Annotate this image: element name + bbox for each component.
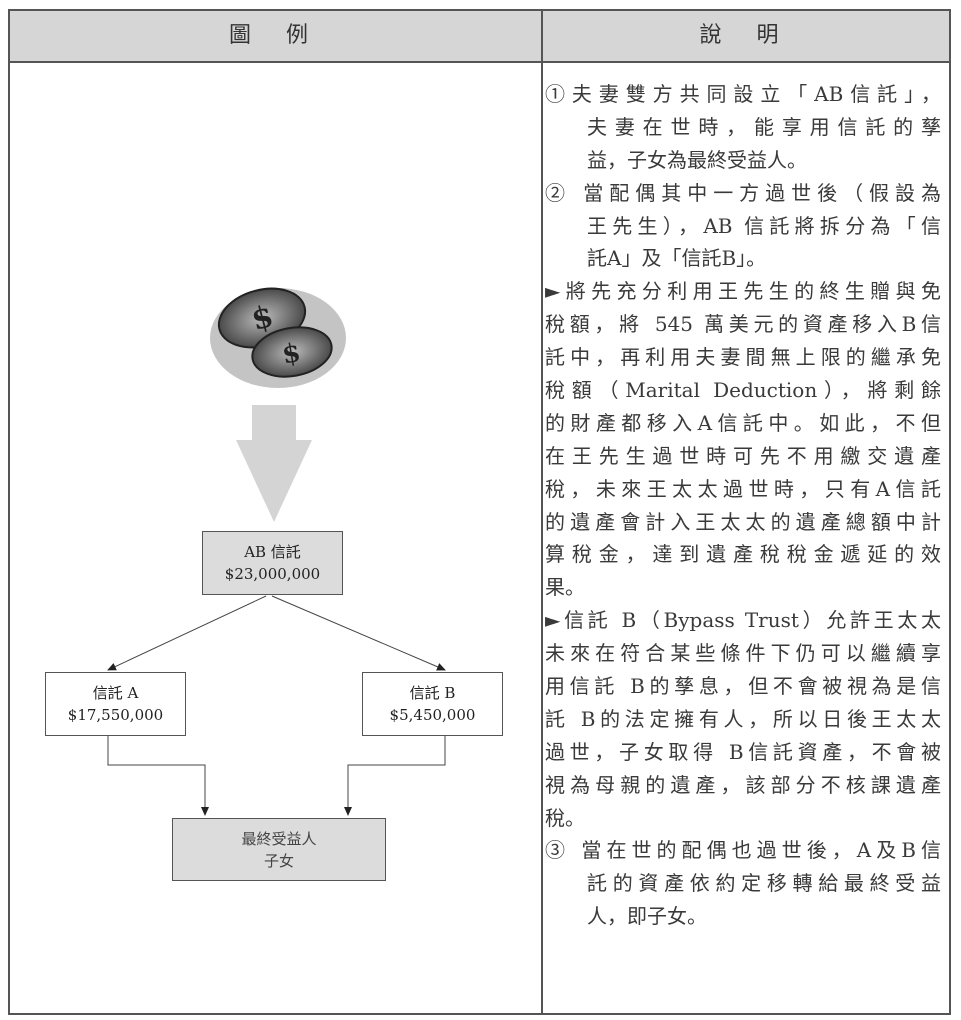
text-line: 託A」及「信託B」。 [587,246,767,271]
text-line: ►將先充分利用王先生的終生贈與免 [545,279,941,304]
text-line: 稅，未來王太太過世時，只有A信託 [545,476,941,501]
text-line: ② 當配偶其中一方過世後（假設為 [545,180,941,205]
coins-icon: $ $ [210,287,346,388]
legend-table: 圖 例 說 明 [8,9,951,1015]
trust-a-box: 信託 A $17,550,000 [45,672,186,736]
beneficiary-box: 最終受益人 子女 [172,818,386,881]
trust-a-name: 信託 A [92,684,139,702]
header-explanation: 說 明 [699,23,793,48]
text-line: 果。 [545,575,585,600]
big-down-arrow [236,405,312,522]
connector-b-to-beneficiary [344,736,446,816]
text-line: 稅額，將 545 萬美元的資產移入B信 [545,312,941,337]
text-line: 王先生），AB 信託將拆分為「信 [587,213,941,238]
ab-trust-name: AB 信託 [244,543,301,561]
text-line: ③ 當在世的配偶也過世後，A及B信 [545,838,941,863]
text-line: 用信託 B的孳息，但不會被視為是信 [545,674,941,699]
text-line: 稅額（Marital Deduction），將剩餘 [545,378,941,403]
text-line: 託中，再利用夫妻間無上限的繼承免 [545,345,941,370]
text-line: 過世，子女取得 B信託資產，不會被 [545,739,941,764]
trust-b-name: 信託 B [409,684,456,702]
explanation-text: ①夫妻雙方共同設立「AB信託」， 夫妻在世時，能享用信託的孳 益，子女為最終受益… [545,78,941,933]
connector-ab-to-b [271,595,446,671]
text-line: 託的資產依約定移轉給最終受益 [587,871,941,896]
ab-trust-box: AB 信託 $23,000,000 [202,531,343,595]
trust-b-amount: $5,450,000 [389,706,476,724]
text-line: 益，子女為最終受益人。 [587,147,807,172]
ab-trust-amount: $23,000,000 [224,565,321,583]
column-divider [541,11,543,1013]
text-line: 視為母親的遺產，該部分不核課遺產 [545,772,941,797]
beneficiary-who: 子女 [263,851,294,870]
text-line: 的財產都移入A信託中。如此，不但 [545,410,941,435]
trust-a-amount: $17,550,000 [67,706,164,724]
text-line: 的遺產會計入王太太的遺產總額中計 [545,509,941,534]
connector-ab-to-a [107,595,267,671]
text-line: 在王先生過世時可先不用繳交遺產 [545,443,941,468]
header-diagram: 圖 例 [229,23,322,48]
text-line: ①夫妻雙方共同設立「AB信託」， [545,82,941,106]
text-line: 託 B的法定擁有人，所以日後王太太 [545,706,941,731]
trust-b-box: 信託 B $5,450,000 [362,672,503,736]
connector-a-to-beneficiary [107,736,209,816]
text-line: 未來在符合某些條件下仍可以繼續享 [545,641,941,666]
text-line: 算稅金，達到遺產稅稅金遞延的效 [545,542,941,567]
table-header: 圖 例 說 明 [10,11,949,63]
text-line: ►信託 B（Bypass Trust）允許王太太 [545,608,941,633]
text-line: 稅。 [545,805,585,830]
text-line: 夫妻在世時，能享用信託的孳 [587,114,941,139]
svg-text:$: $ [280,338,303,371]
text-line: 人，即子女。 [587,904,707,929]
beneficiary-title: 最終受益人 [241,829,317,848]
